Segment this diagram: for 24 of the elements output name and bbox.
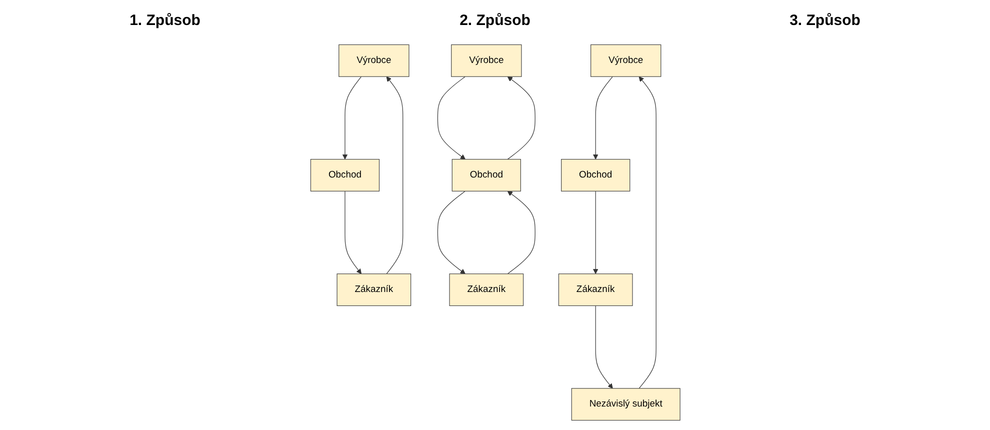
arrow: [638, 76, 656, 389]
arrow: [386, 76, 403, 274]
node-box: Výrobce: [338, 44, 409, 77]
node-box: Obchod: [451, 158, 521, 192]
arrow: [594, 305, 613, 389]
node-box: Nezávislý subjekt: [570, 388, 680, 421]
arrow: [437, 190, 466, 274]
node-box: Obchod: [310, 158, 380, 192]
node-box: Výrobce: [450, 44, 522, 77]
node-box: Zákazník: [448, 274, 524, 306]
node-box: Výrobce: [590, 44, 661, 77]
arrow: [342, 76, 362, 160]
panel-heading: 2. Způsob: [460, 12, 530, 28]
panel-heading: 3. Způsob: [790, 12, 860, 28]
node-box: Obchod: [560, 158, 630, 192]
panel-heading: 1. Způsob: [130, 12, 200, 28]
arrow: [592, 76, 613, 160]
node-box: Zákazník: [558, 274, 632, 306]
arrow: [592, 190, 598, 274]
arrow: [506, 76, 535, 160]
arrow: [437, 76, 466, 160]
node-box: Zákazník: [336, 274, 411, 306]
arrow: [344, 190, 362, 274]
arrow: [506, 190, 535, 274]
